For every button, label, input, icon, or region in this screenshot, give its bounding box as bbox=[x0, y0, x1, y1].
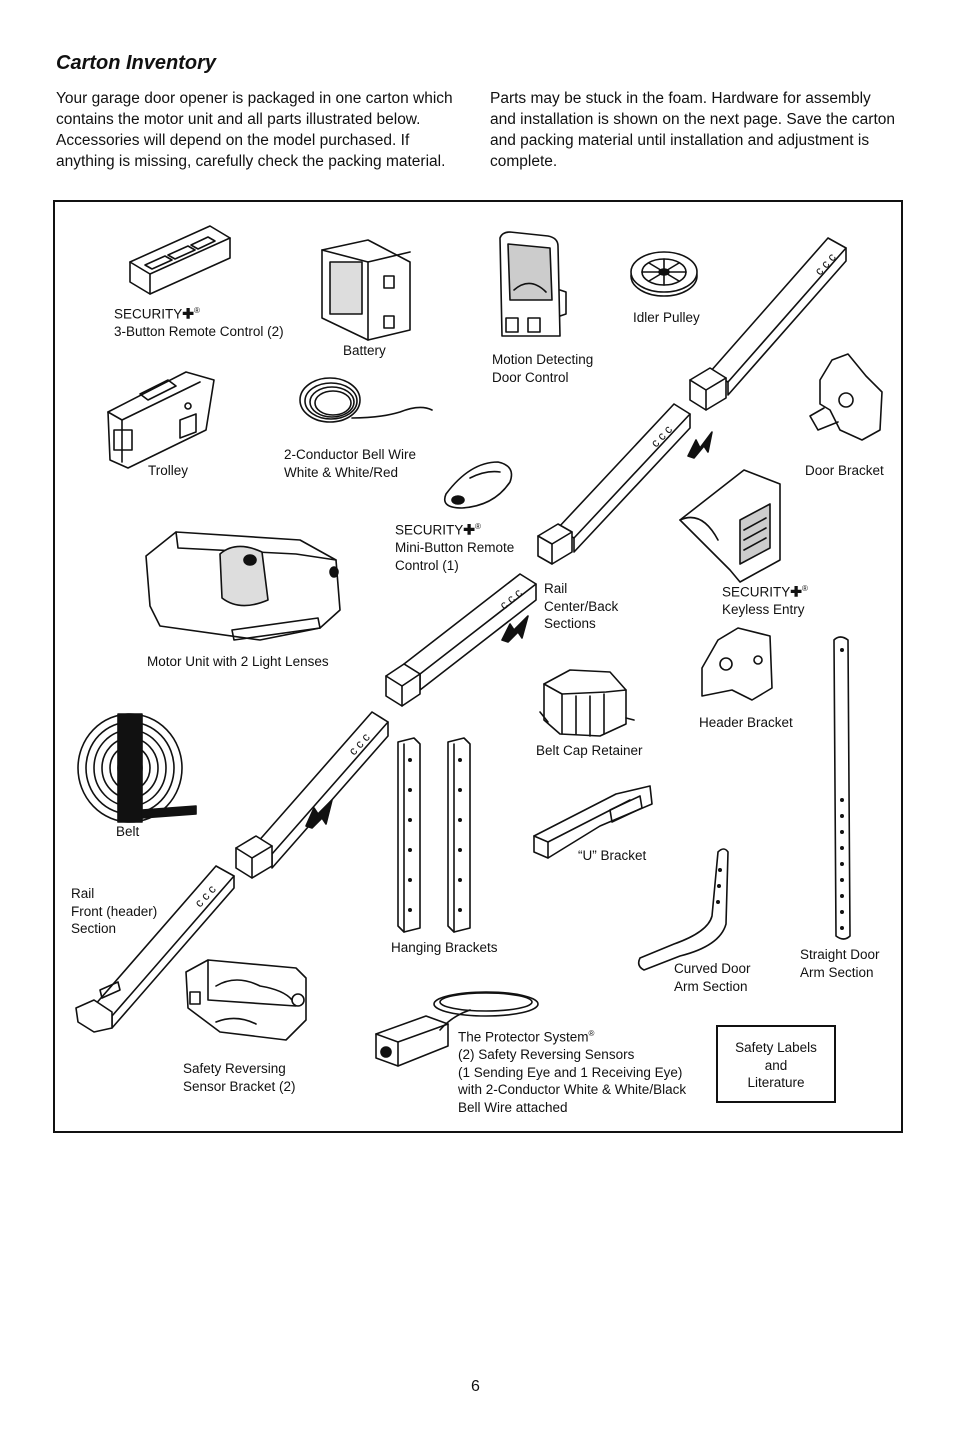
protector-description: (2) Safety Reversing Sensors (1 Sending … bbox=[458, 1047, 687, 1115]
page-title: Carton Inventory bbox=[56, 52, 217, 74]
mini-remote-icon bbox=[443, 461, 513, 509]
bell-wire-label: 2-Conductor Bell Wire White & White/Red bbox=[284, 447, 417, 480]
intro-paragraph-left: Your garage door opener is packaged in o… bbox=[56, 90, 453, 170]
brand-name: SECURITY bbox=[395, 522, 464, 538]
registered-mark: ® bbox=[588, 1029, 595, 1038]
motor-unit-label: Motor Unit with 2 Light Lenses bbox=[147, 654, 329, 669]
battery-icon bbox=[321, 239, 411, 341]
brand-name: SECURITY bbox=[722, 584, 791, 600]
door-bracket-icon bbox=[809, 353, 883, 441]
belt-cap-icon bbox=[539, 669, 635, 737]
remote-3button-icon bbox=[129, 225, 231, 295]
registered-mark: ® bbox=[194, 306, 200, 315]
header-bracket-label: Header Bracket bbox=[699, 715, 793, 730]
straight-arm-label: Straight Door Arm Section bbox=[800, 947, 880, 980]
curved-arm-label: Curved Door Arm Section bbox=[674, 961, 751, 994]
u-bracket-label: “U” Bracket bbox=[578, 848, 647, 863]
straight-arm-icon bbox=[833, 636, 851, 940]
trolley-icon bbox=[107, 371, 215, 469]
registered-mark: ® bbox=[475, 522, 481, 531]
brand-name: SECURITY bbox=[114, 306, 183, 322]
plus-icon: ✚ bbox=[463, 521, 475, 538]
curved-arm-icon bbox=[637, 848, 729, 971]
belt-cap-label: Belt Cap Retainer bbox=[536, 743, 643, 758]
door-control-label: Motion Detecting Door Control bbox=[492, 352, 594, 385]
plus-icon: ✚ bbox=[790, 583, 802, 600]
rail-front-icon: c c c bbox=[75, 865, 235, 1033]
sensor-bracket-icon bbox=[185, 959, 307, 1041]
hanging-brackets-label: Hanging Brackets bbox=[391, 940, 498, 955]
rail-upper-icon: c c c bbox=[689, 237, 847, 411]
mini-remote-label: SECURITY✚® Mini-Button Remote Control (1) bbox=[395, 518, 514, 574]
idler-pulley-label: Idler Pulley bbox=[633, 310, 700, 325]
belt-icon bbox=[77, 713, 197, 823]
belt-label: Belt bbox=[116, 824, 140, 839]
trolley-label: Trolley bbox=[148, 463, 189, 478]
remote-3button-label: SECURITY✚® 3-Button Remote Control (2) bbox=[114, 302, 284, 341]
door-bracket-label: Door Bracket bbox=[805, 463, 884, 478]
bell-wire-icon bbox=[299, 377, 433, 423]
keyless-entry-icon bbox=[679, 469, 781, 583]
rail-center-label: Rail Center/Back Sections bbox=[544, 581, 619, 631]
hanging-brackets-icon bbox=[397, 737, 471, 933]
rail-center-icon: c c c bbox=[537, 403, 691, 565]
safety-labels-text: Safety Labels and Literature bbox=[735, 1040, 817, 1090]
registered-mark: ® bbox=[802, 584, 808, 593]
rail-front-label: Rail Front (header) Section bbox=[71, 886, 158, 936]
part-name: 3-Button Remote Control (2) bbox=[114, 324, 284, 339]
protector-system-label: The Protector System® (2) Safety Reversin… bbox=[458, 1025, 686, 1116]
page-number: 6 bbox=[471, 1378, 480, 1395]
protector-sensor-icon bbox=[375, 991, 539, 1067]
keyless-entry-label: SECURITY✚® Keyless Entry bbox=[722, 580, 808, 619]
part-name: Keyless Entry bbox=[722, 602, 805, 617]
door-control-icon bbox=[499, 231, 567, 337]
safety-labels-box: Safety Labels and Literature bbox=[716, 1025, 836, 1103]
protector-title: The Protector System bbox=[458, 1029, 589, 1045]
header-bracket-icon bbox=[701, 627, 773, 701]
u-bracket-icon bbox=[533, 785, 653, 859]
battery-label: Battery bbox=[343, 343, 386, 358]
intro-paragraph-right: Parts may be stuck in the foam. Hardware… bbox=[490, 90, 895, 170]
plus-icon: ✚ bbox=[182, 305, 194, 322]
rail-center-lower-icon: c c c bbox=[385, 573, 537, 707]
direction-arrows-icon bbox=[305, 431, 713, 829]
rail-middle-icon: c c c bbox=[235, 711, 389, 879]
parts-illustration-frame bbox=[53, 200, 903, 1133]
part-name: Mini-Button Remote Control (1) bbox=[395, 540, 515, 573]
idler-pulley-icon bbox=[630, 251, 698, 297]
sensor-bracket-label: Safety Reversing Sensor Bracket (2) bbox=[183, 1061, 296, 1094]
motor-unit-icon bbox=[145, 531, 341, 641]
